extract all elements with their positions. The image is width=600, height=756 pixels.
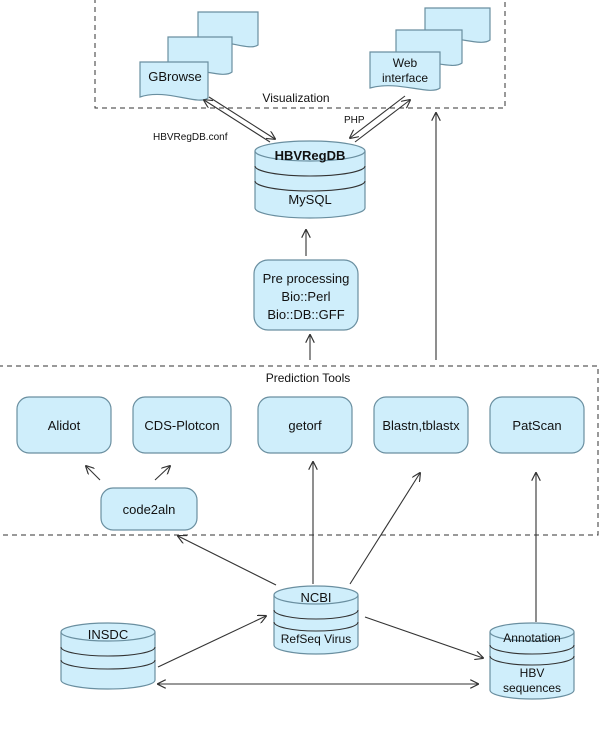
web-interface-document-stack: Web interface [369, 7, 491, 91]
tool-patscan: PatScan [489, 396, 585, 454]
hbv-label-line2: sequences [503, 681, 561, 695]
visualization-label: Visualization [262, 91, 329, 105]
annotation-label: Annotation [503, 631, 560, 645]
visualization-group [94, 0, 506, 109]
preprocessing-line2: Bio::Perl [281, 289, 330, 304]
tool-alidot: Alidot [16, 396, 112, 454]
tool-patscan-label: PatScan [512, 418, 561, 433]
preprocessing-line3: Bio::DB::GFF [267, 307, 344, 322]
edge-ncbi-to-blast [349, 473, 420, 585]
edge-ncbi-to-hbv [364, 616, 483, 658]
preprocessing-node: Pre processing Bio::Perl Bio::DB::GFF [253, 259, 359, 331]
edge-code2aln-to-cds-plotcon [154, 466, 170, 481]
gbrowse-document-stack: GBrowse [139, 11, 259, 101]
tool-blast-label: Blastn,tblastx [382, 418, 460, 433]
ncbi-database: NCBI RefSeq Virus [273, 585, 359, 655]
php-edge-label: PHP [344, 115, 365, 126]
refseq-label: RefSeq Virus [281, 632, 351, 646]
tool-cds-plotcon: CDS-Plotcon [132, 396, 232, 454]
tool-cds-plotcon-label: CDS-Plotcon [144, 418, 219, 433]
database-engine: MySQL [288, 192, 331, 207]
tool-code2aln-label: code2aln [123, 502, 176, 517]
preprocessing-line1: Pre processing [263, 271, 350, 286]
tool-code2aln: code2aln [100, 487, 198, 531]
insdc-label: INSDC [88, 627, 128, 642]
ncbi-label: NCBI [300, 590, 331, 605]
tool-blast: Blastn,tblastx [373, 396, 469, 454]
gbrowse-label: GBrowse [148, 69, 201, 84]
edge-web-to-db [350, 95, 406, 138]
edge-ncbi-to-code2aln [178, 536, 277, 586]
web-interface-label-line2: interface [382, 71, 428, 85]
edge-db-to-gbrowse [204, 100, 271, 143]
edge-db-to-web [354, 100, 410, 143]
prediction-tools-label: Prediction Tools [266, 371, 351, 385]
web-interface-label-line1: Web [393, 56, 418, 70]
prediction-tools-group [0, 365, 599, 536]
insdc-database: INSDC [60, 622, 156, 690]
edge-code2aln-to-alidot [86, 466, 101, 481]
edge-insdc-to-ncbi [157, 616, 266, 668]
hbvregdb-database: HBVRegDB MySQL [254, 140, 366, 219]
hbv-sequences-database: Annotation HBV sequences [489, 622, 575, 700]
hbv-label-line1: HBV [520, 666, 545, 680]
edge-gbrowse-to-db [208, 96, 275, 139]
tool-alidot-label: Alidot [48, 418, 81, 433]
tool-getorf-label: getorf [288, 418, 322, 433]
conf-edge-label: HBVRegDB.conf [153, 132, 228, 143]
tool-getorf: getorf [257, 396, 353, 454]
database-name: HBVRegDB [275, 148, 346, 163]
